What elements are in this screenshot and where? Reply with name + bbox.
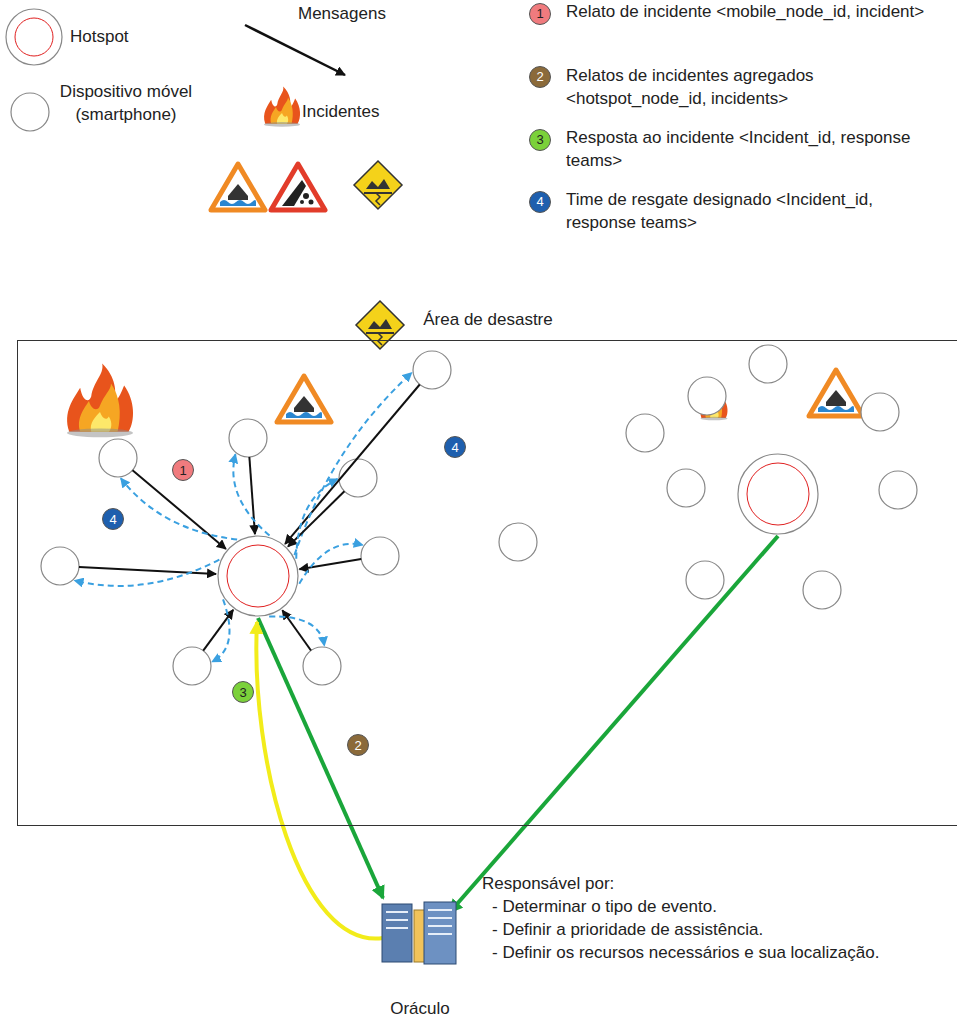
legend-text: Time de resgate designado <Incident_id, … [566,188,946,234]
callout-number: 2 [529,66,551,88]
legend-text: Relatos de incidentes agregados <hotspot… [566,64,946,110]
oracle-duty: - Definir os recursos necessários e sua … [492,941,879,964]
oracle-duty: - Determinar o tipo de evento. [492,895,717,918]
legend-text: Resposta ao incidente <Incident_id, resp… [566,126,946,172]
callout-number: 1 [172,459,194,481]
callout-number: 4 [529,191,551,213]
legend-text: Hotspot [70,25,170,48]
legend-text: Relato de incidente <mobile_node_id, inc… [566,0,946,23]
callout-number: 3 [529,129,551,151]
disaster-area: Área de desastre [17,340,957,826]
oracle-name: Oráculo [355,997,485,1020]
callout-number: 1 [529,3,551,25]
oracle-server: Responsável por:- Determinar o tipo de e… [470,872,950,1022]
legend-text: Incidentes [302,100,422,123]
legend-text: Dispositivo móvel (smartphone) [56,80,196,126]
oracle-duty: Responsável por: [482,872,614,895]
callout-number: 2 [347,734,369,756]
oracle-duty: - Definir a prioridade de assistência. [492,918,763,941]
legend-text: Mensagens [298,2,418,25]
callout-number: 4 [444,436,466,458]
area-title: Área de desastre [18,308,957,331]
callout-number: 4 [102,508,124,530]
callout-number: 3 [232,681,254,703]
